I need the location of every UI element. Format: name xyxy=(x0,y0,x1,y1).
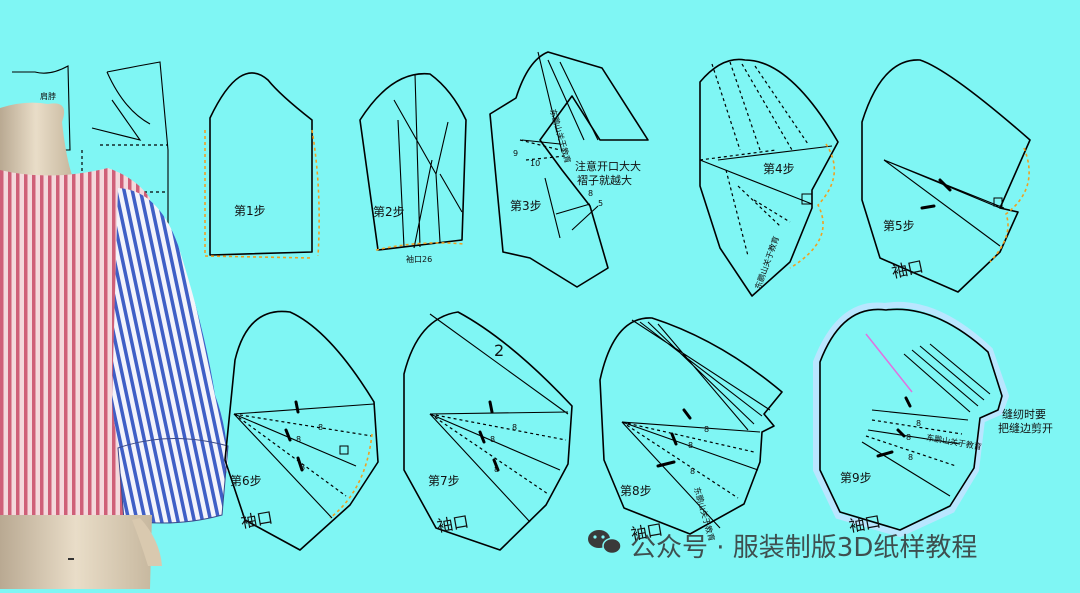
step3-num-10: 10 xyxy=(530,159,540,168)
neck-mark-label: 肩脖 xyxy=(40,91,56,101)
mannequin-arm-stub xyxy=(132,518,162,566)
mannequin-neck xyxy=(0,102,72,178)
step7-label: 第7步 xyxy=(428,474,460,488)
step2-cuff-label: 袖口26 xyxy=(406,254,432,264)
step7-sleeve: 8 8 8 2 第7步 袖口 xyxy=(403,311,573,551)
step7-num-2: 2 xyxy=(494,341,504,360)
watermark: 公众号 · 服装制版3D纸样教程 xyxy=(588,530,977,563)
step6-sleeve: 8 8 8 第6步 袖口 xyxy=(224,310,379,551)
shirt-body xyxy=(0,168,152,515)
step5-sleeve: 第5步 袖口 xyxy=(861,59,1031,293)
svg-text:8: 8 xyxy=(690,467,695,476)
svg-text:8: 8 xyxy=(490,435,495,444)
step6-label: 第6步 xyxy=(230,474,262,488)
watermark-text: 公众号 · 服装制版3D纸样教程 xyxy=(630,533,977,563)
svg-text:8: 8 xyxy=(494,465,499,474)
svg-text:8: 8 xyxy=(512,423,517,432)
step9-sleeve: 8 8 8 第9步 东鹏山关于教育 袖口 缝纫时要 把缝边剪开 xyxy=(813,302,1053,538)
mannequin-base xyxy=(0,515,152,589)
shirt-sleeve xyxy=(112,188,228,516)
step3-num-9: 9 xyxy=(513,149,518,158)
step9-small-label: 东鹏山关于教育 xyxy=(926,432,983,452)
step9-note-line1: 缝纫时要 xyxy=(1002,407,1046,421)
svg-text:8: 8 xyxy=(300,463,305,472)
step4-sleeve: 第4步 东鹏山关于教育 xyxy=(699,58,839,297)
step1-label: 第1步 xyxy=(234,204,266,218)
step2-label: 第2步 xyxy=(373,205,405,219)
step9-note-line2: 把缝边剪开 xyxy=(998,421,1053,435)
svg-text:8: 8 xyxy=(296,435,301,444)
svg-text:8: 8 xyxy=(908,453,913,462)
step5-label: 第5步 xyxy=(883,219,915,233)
step3-num-5: 5 xyxy=(598,199,603,208)
step3-note-line2: 褶子就越大 xyxy=(577,173,632,187)
step8-label: 第8步 xyxy=(620,484,652,498)
step3-sleeve: 第3步 注意开口大大 褶子就越大 东鹏山关于教育 9 10 8 5 xyxy=(489,51,649,288)
step2-sleeve: 第2步 袖口26 xyxy=(359,72,467,264)
step8-sleeve: 8 8 8 第8步 东鹏山关于教育 袖口 xyxy=(599,317,783,544)
step3-label: 第3步 xyxy=(510,199,542,213)
svg-text:8: 8 xyxy=(916,419,921,428)
shirt-cuff xyxy=(117,437,229,524)
mannequin xyxy=(0,102,229,589)
svg-text:8: 8 xyxy=(704,425,709,434)
step3-note-line1: 注意开口大大 xyxy=(575,159,641,173)
step6-cuff-label: 袖口 xyxy=(239,508,274,532)
step5-cuff-label: 袖口 xyxy=(890,257,925,282)
svg-text:8: 8 xyxy=(688,441,693,450)
step3-num-8: 8 xyxy=(588,189,593,198)
svg-text:8: 8 xyxy=(906,433,911,442)
step7-cuff-label: 袖口 xyxy=(435,512,470,536)
step9-label: 第9步 xyxy=(840,471,872,485)
step4-label: 第4步 xyxy=(763,162,795,176)
wechat-icon xyxy=(588,530,622,555)
svg-text:8: 8 xyxy=(318,423,323,432)
step1-sleeve: 第1步 xyxy=(204,72,320,259)
